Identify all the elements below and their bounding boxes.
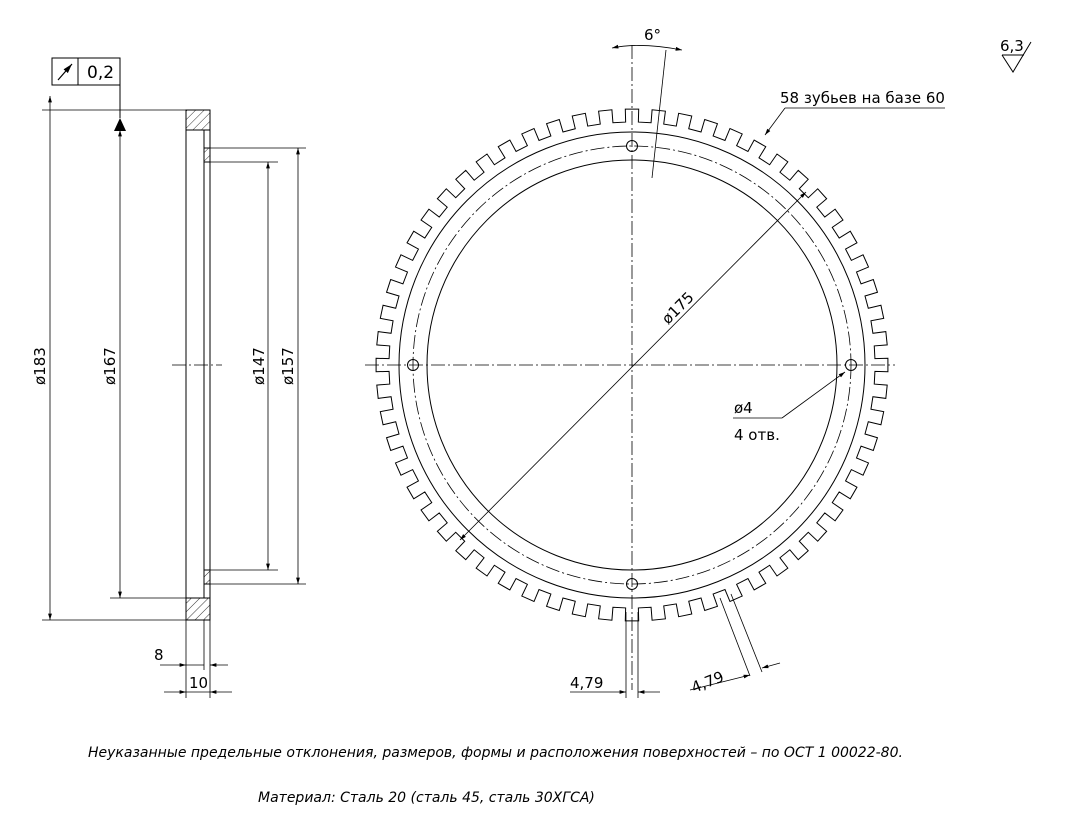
teeth-note: 58 зубьев на базе 60 [780, 89, 945, 107]
front-view: ø175 ø4 4 отв. 58 зубьев на базе 60 6° 4… [365, 26, 945, 698]
note-tolerances: Неуказанные предельные отклонения, разме… [88, 745, 903, 761]
runout-arrow-icon [57, 63, 73, 81]
gear-teeth-outline [375, 108, 889, 622]
section-dimensions: ø183 ø167 ø147 ø157 8 [31, 96, 306, 698]
datum-triangle-icon [114, 118, 126, 131]
roughness-value: 6,3 [1000, 37, 1024, 55]
dim-d167: ø167 [101, 347, 119, 385]
section-view: 0,2 ø183 [31, 57, 306, 698]
dim-hole-count: 4 отв. [734, 426, 780, 444]
dim-d157: ø157 [279, 347, 297, 385]
dim-w8: 8 [154, 646, 164, 664]
hatch-top [185, 109, 211, 131]
dim-angle: 6° [644, 26, 661, 44]
runout-tolerance-frame: 0,2 [51, 57, 126, 131]
dim-d147: ø147 [250, 347, 268, 385]
hatch-bottom [185, 597, 211, 621]
hatch-rim-bottom [203, 569, 211, 585]
dim-tooth-width-b: 4,79 [689, 668, 727, 697]
dim-tooth-width-a: 4,79 [570, 674, 603, 692]
hole-left [407, 359, 419, 371]
hole-bottom [626, 578, 638, 590]
section-outline [172, 109, 222, 621]
mounting-holes [407, 140, 857, 590]
roughness-symbol: 6,3 [1000, 37, 1032, 73]
hole-right [845, 359, 857, 371]
hatch-rim-top [203, 147, 211, 163]
dim-hole-d: ø4 [734, 399, 753, 417]
dim-w10: 10 [189, 674, 208, 692]
dim-d183: ø183 [31, 347, 49, 385]
hole-top [626, 140, 638, 152]
dim-d175: ø175 [658, 288, 697, 327]
roughness-check-icon [1001, 41, 1032, 73]
note-material: Материал: Сталь 20 (сталь 45, сталь 30ХГ… [258, 790, 595, 806]
runout-value: 0,2 [87, 63, 114, 83]
